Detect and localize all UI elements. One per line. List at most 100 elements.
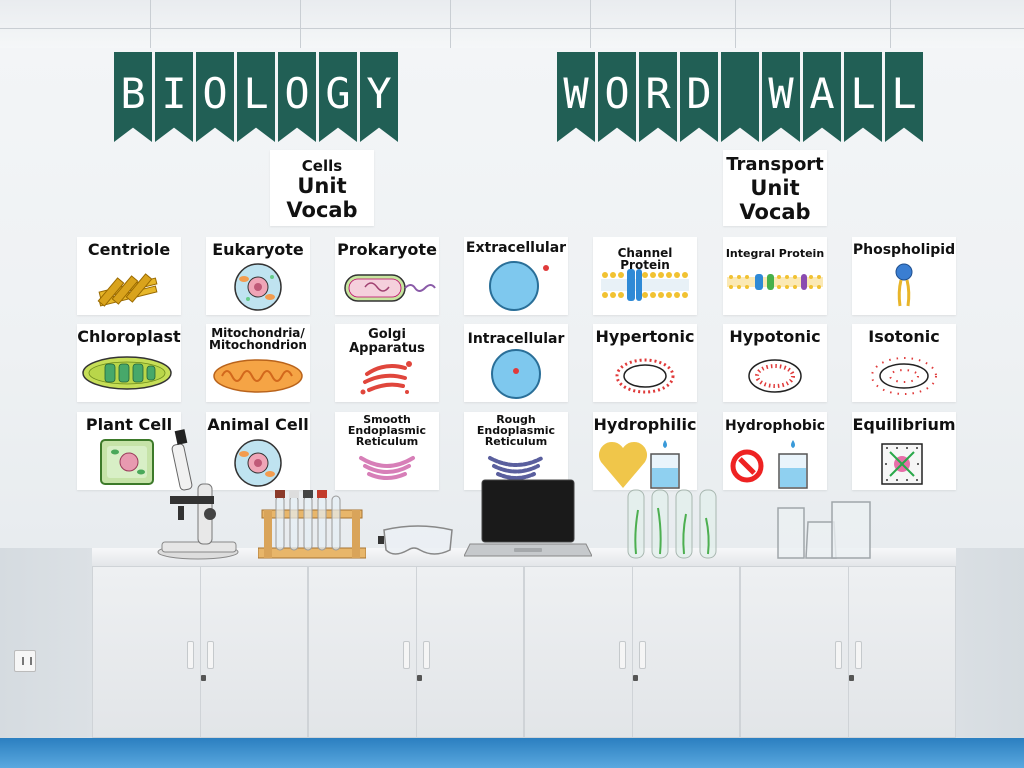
- cabinet[interactable]: [524, 566, 740, 738]
- unit-card-cells: Cells Unit Vocab: [270, 150, 374, 226]
- pennant: Y: [360, 52, 398, 142]
- prokaryote-cell-icon: [344, 274, 436, 302]
- hypertonic-icon: [615, 358, 675, 394]
- card-label: Prokaryote: [337, 240, 437, 259]
- card-label: Hypertonic: [595, 327, 695, 346]
- unit-card-line: Transport: [726, 154, 824, 175]
- banner-biology: B I O L O G Y: [114, 52, 398, 142]
- vocab-card-plant-cell: Plant Cell: [77, 412, 181, 490]
- card-label: Extracellular: [465, 240, 567, 256]
- card-label: Hydrophobic: [724, 418, 826, 434]
- cabinet[interactable]: [740, 566, 956, 738]
- card-label: Hydrophilic: [593, 415, 697, 434]
- cabinet[interactable]: [92, 566, 308, 738]
- ceiling: [0, 0, 1024, 48]
- pennant: R: [639, 52, 677, 142]
- pennant: W: [557, 52, 595, 142]
- vocab-card-channel-protein: Channel Protein: [593, 237, 697, 315]
- beakers-icon: [777, 501, 871, 559]
- safety-goggles-icon: [378, 525, 453, 555]
- vocab-card-eukaryote: Eukaryote: [206, 237, 310, 315]
- smooth-er-icon: [359, 456, 415, 480]
- hydrophilic-icon: [598, 440, 680, 489]
- vocab-card-prokaryote: Prokaryote: [335, 237, 439, 315]
- unit-card-line: Unit: [297, 174, 347, 198]
- isotonic-icon: [871, 357, 937, 395]
- card-label: Eukaryote: [212, 240, 304, 259]
- vocab-card-hydrophilic: Hydrophilic: [593, 412, 697, 490]
- pennant: O: [196, 52, 234, 142]
- animal-cell-icon: [234, 439, 282, 487]
- channel-protein-icon: [601, 269, 689, 301]
- unit-card-line: Vocab: [739, 200, 811, 224]
- vocab-card-golgi-apparatus: Golgi Apparatus: [335, 324, 439, 402]
- card-label: Isotonic: [868, 327, 940, 346]
- card-label-line: Endoplasmic: [347, 424, 427, 437]
- card-label: Smooth Endoplasmic Reticulum: [335, 414, 439, 447]
- unit-card-line: Vocab: [286, 198, 358, 222]
- pennant: A: [803, 52, 841, 142]
- pennant: I: [155, 52, 193, 142]
- vocab-card-mitochondria: Mitochondria/ Mitochondrion: [206, 324, 310, 402]
- vocab-card-rough-er: Rough Endoplasmic Reticulum: [464, 412, 568, 490]
- pennant: O: [598, 52, 636, 142]
- card-label: Chloroplast: [77, 327, 181, 346]
- cabinet[interactable]: [308, 566, 524, 738]
- power-outlet-icon: [14, 650, 36, 672]
- card-label-line: Mitochondria/: [211, 326, 305, 340]
- vocab-card-isotonic: Isotonic: [852, 324, 956, 402]
- card-label: Equilibrium: [852, 415, 956, 434]
- hypotonic-icon: [748, 359, 802, 393]
- vocab-card-centriole: Centriole: [77, 237, 181, 315]
- pennant: D: [680, 52, 718, 142]
- vocab-card-hypotonic: Hypotonic: [723, 324, 827, 402]
- card-label: Plant Cell: [85, 415, 173, 434]
- mitochondria-icon: [213, 359, 303, 393]
- pennant: G: [319, 52, 357, 142]
- card-label-line: Reticulum: [355, 435, 419, 448]
- vocab-card-integral-protein: Integral Protein: [723, 237, 827, 315]
- rough-er-icon: [488, 456, 544, 480]
- card-label-line: Reticulum: [484, 435, 548, 448]
- golgi-apparatus-icon: [360, 361, 412, 395]
- plant-cell-icon: [100, 439, 154, 485]
- card-label: Hypotonic: [729, 327, 821, 346]
- card-label-line: Rough: [496, 413, 536, 426]
- card-label-line: Apparatus: [349, 341, 425, 356]
- vocab-card-equilibrium: Equilibrium: [852, 412, 956, 490]
- card-label: Centriole: [87, 240, 171, 259]
- vocab-card-hypertonic: Hypertonic: [593, 324, 697, 402]
- pennant: B: [114, 52, 152, 142]
- chloroplast-icon: [82, 356, 172, 390]
- pennant: L: [885, 52, 923, 142]
- vocab-card-chloroplast: Chloroplast: [77, 324, 181, 402]
- vocab-card-smooth-er: Smooth Endoplasmic Reticulum: [335, 412, 439, 490]
- pennant: L: [844, 52, 882, 142]
- unit-card-line: Unit: [750, 176, 800, 200]
- card-label: Intracellular: [467, 331, 565, 347]
- card-label: Rough Endoplasmic Reticulum: [464, 414, 568, 447]
- test-tube-rack-icon: [258, 490, 366, 559]
- card-label: Mitochondria/ Mitochondrion: [206, 327, 310, 351]
- unit-card-line: Cells: [301, 157, 343, 175]
- integral-protein-icon: [727, 274, 823, 290]
- laptop-icon: [464, 479, 592, 557]
- card-label: Phospholipid: [852, 242, 956, 258]
- pennant: O: [278, 52, 316, 142]
- unit-card-transport: Transport Unit Vocab: [723, 150, 827, 226]
- hydrophobic-icon: [730, 440, 808, 489]
- card-label: Integral Protein: [725, 247, 825, 260]
- vocab-card-extracellular: Extracellular: [464, 237, 568, 315]
- pennant: L: [237, 52, 275, 142]
- floor: [0, 738, 1024, 768]
- centriole-icon: [97, 273, 158, 307]
- card-label-line: Endoplasmic: [476, 424, 556, 437]
- intracellular-icon: [491, 349, 541, 399]
- phospholipid-icon: [895, 263, 913, 307]
- vocab-card-animal-cell: Animal Cell: [206, 412, 310, 490]
- vocab-card-phospholipid: Phospholipid: [852, 237, 956, 315]
- card-label-line: Smooth: [363, 413, 411, 426]
- vocab-card-hydrophobic: Hydrophobic: [723, 412, 827, 490]
- card-label-line: Golgi: [368, 327, 406, 342]
- vocab-card-intracellular: Intracellular: [464, 324, 568, 402]
